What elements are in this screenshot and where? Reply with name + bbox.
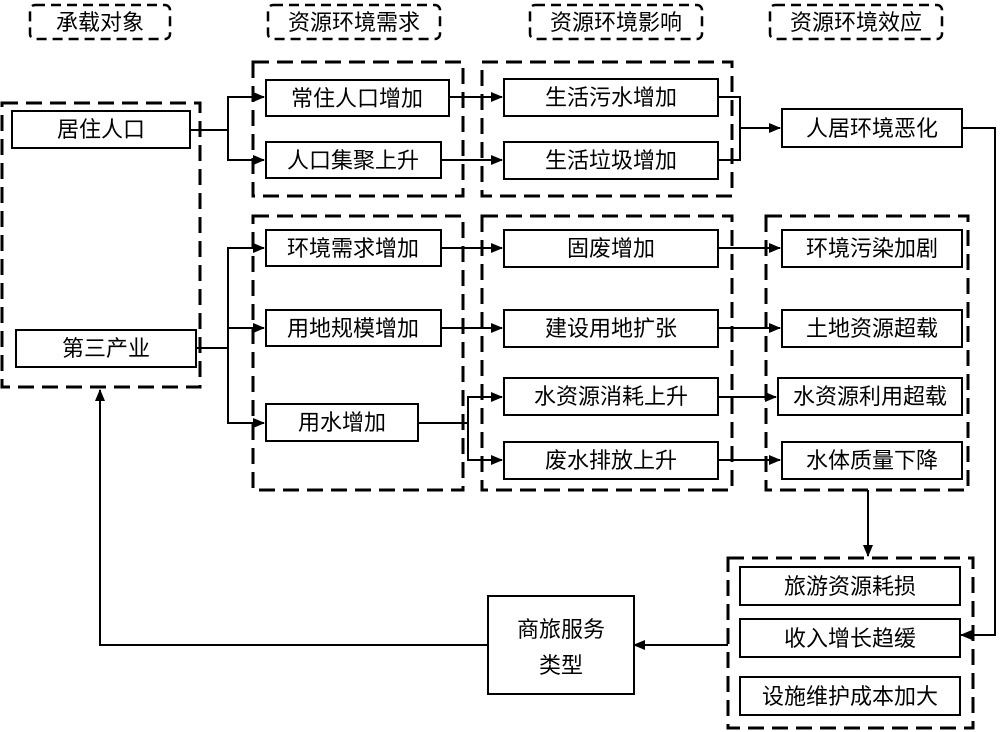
node-garbage: 生活垃圾增加 [503, 141, 719, 180]
node-resident-label: 居住人口 [57, 118, 145, 143]
header-carrier: 承载对象 [28, 3, 172, 41]
node-habitat: 人居环境恶化 [781, 108, 963, 148]
node-income-slow: 收入增长趋缓 [739, 618, 961, 658]
carrier-group [0, 101, 202, 389]
node-land-expand-label: 建设用地扩张 [545, 317, 677, 342]
node-water-overload-label: 水资源利用超载 [793, 385, 947, 410]
header-effect: 资源环境效应 [768, 3, 944, 41]
node-sewage-label: 生活污水增加 [545, 86, 677, 111]
demand-group-bottom [251, 214, 465, 492]
node-maintenance-cost-label: 设施维护成本加大 [762, 685, 938, 710]
node-solid-waste: 固废增加 [503, 229, 719, 268]
connectors [95, 92, 996, 650]
header-impact-label: 资源环境影响 [550, 11, 682, 36]
node-pollution: 环境污染加剧 [781, 229, 963, 268]
header-demand-label: 资源环境需求 [288, 11, 420, 36]
node-land-expand: 建设用地扩张 [503, 309, 719, 348]
node-resident: 居住人口 [11, 110, 191, 149]
node-env-demand-label: 环境需求增加 [287, 237, 419, 262]
node-service-type-line1: 商旅服务 [517, 618, 605, 643]
header-effect-label: 资源环境效应 [790, 11, 922, 36]
node-income-slow-label: 收入增长趋缓 [784, 627, 916, 652]
impact-group-bottom [480, 214, 734, 492]
node-sewage: 生活污水增加 [503, 78, 719, 117]
node-env-demand: 环境需求增加 [265, 229, 442, 267]
node-water-quality: 水体质量下降 [781, 441, 963, 480]
node-water-consume: 水资源消耗上升 [503, 377, 719, 416]
node-land-scale: 用地规模增加 [265, 309, 442, 347]
node-water-quality-label: 水体质量下降 [806, 449, 938, 474]
node-water-use: 用水增加 [265, 403, 419, 442]
node-wastewater-label: 废水排放上升 [545, 449, 677, 474]
node-pollution-label: 环境污染加剧 [806, 237, 938, 262]
node-pop-increase-label: 常住人口增加 [291, 87, 423, 112]
header-impact: 资源环境影响 [528, 3, 704, 41]
node-land-overload: 土地资源超载 [781, 309, 963, 348]
node-tourism-loss: 旅游资源耗损 [739, 566, 961, 606]
node-pop-gather-label: 人口集聚上升 [287, 149, 419, 174]
node-solid-waste-label: 固废增加 [567, 237, 655, 262]
node-water-use-label: 用水增加 [298, 411, 386, 436]
node-water-consume-label: 水资源消耗上升 [534, 385, 688, 410]
node-maintenance-cost: 设施维护成本加大 [739, 676, 961, 716]
node-land-overload-label: 土地资源超载 [806, 317, 938, 342]
node-service-type-line2: 类型 [539, 654, 583, 679]
node-pop-gather: 人口集聚上升 [265, 141, 442, 179]
node-tourism-loss-label: 旅游资源耗损 [784, 575, 916, 600]
node-tertiary: 第三产业 [15, 329, 197, 368]
consequence-group [726, 556, 975, 730]
node-garbage-label: 生活垃圾增加 [545, 149, 677, 174]
node-tertiary-label: 第三产业 [62, 337, 150, 362]
node-pop-increase: 常住人口增加 [265, 79, 450, 117]
node-service-type: 商旅服务 类型 [487, 595, 635, 695]
demand-group-top [251, 60, 465, 198]
node-habitat-label: 人居环境恶化 [806, 117, 938, 142]
header-carrier-label: 承载对象 [56, 11, 144, 36]
node-land-scale-label: 用地规模增加 [287, 317, 419, 342]
node-water-overload: 水资源利用超载 [777, 377, 963, 416]
node-wastewater: 废水排放上升 [503, 441, 719, 480]
impact-group-top [480, 60, 734, 198]
header-demand: 资源环境需求 [266, 3, 442, 41]
